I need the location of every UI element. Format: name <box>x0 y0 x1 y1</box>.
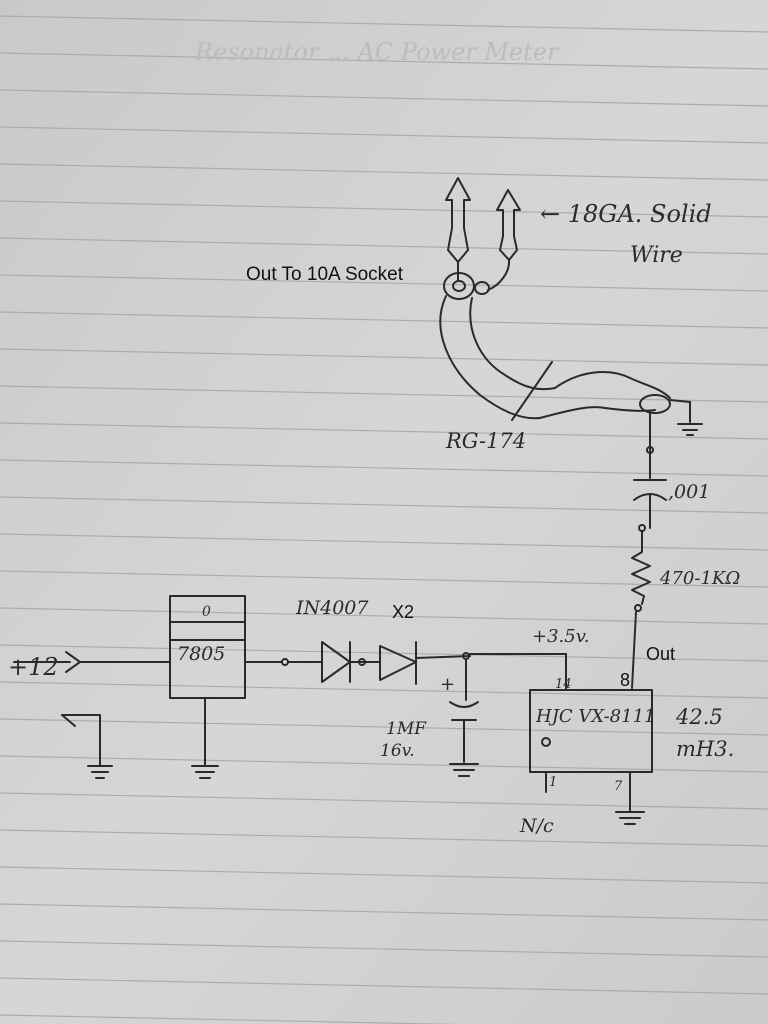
ruled-line <box>0 163 768 181</box>
freq-line1: 42.5 <box>675 705 723 729</box>
ruled-line <box>0 533 768 551</box>
ruled-line <box>0 126 768 144</box>
ruled-line <box>0 15 768 33</box>
wire-note-line2: Wire <box>630 243 683 268</box>
ruled-line <box>0 718 768 736</box>
ruled-line <box>0 681 768 699</box>
ruled-line <box>0 570 768 588</box>
ruled-line <box>0 903 768 921</box>
coax-label: RG-174 <box>445 429 526 453</box>
output-wire-arrows <box>445 177 521 291</box>
chip-label: HJC VX-8111 <box>535 706 655 727</box>
input-ground <box>13 651 171 779</box>
nc-label: N/c <box>519 815 554 837</box>
ruled-line <box>0 496 768 514</box>
ruled-line <box>0 866 768 884</box>
rail-3v5 <box>469 653 567 691</box>
ruled-line <box>0 385 768 403</box>
cap-plus-label: + <box>440 674 455 695</box>
diodes-count-label: X2 <box>392 602 414 622</box>
regulator-label: 7805 <box>177 643 225 665</box>
faint-title: Resonator ... AC Power Meter <box>194 38 560 66</box>
freq-line2: mH3. <box>676 737 734 761</box>
ruled-lines <box>0 15 768 1024</box>
osc-out-label: Out <box>646 644 675 664</box>
ruled-line <box>0 200 768 218</box>
ruled-line <box>0 792 768 810</box>
diodes-1n4007 <box>281 641 471 685</box>
regulator-tab-label: 0 <box>202 604 211 620</box>
ruled-line <box>0 89 768 107</box>
capacitor-1mf <box>449 652 479 777</box>
socket-label: Out To 10A Socket <box>246 264 404 285</box>
oscillator-hjc-vx8111 <box>529 689 653 825</box>
ruled-line <box>0 755 768 773</box>
ruled-line <box>0 644 768 662</box>
rg174-coax-cable <box>439 272 703 436</box>
cap-001-label: ,001 <box>668 481 710 503</box>
cap-1mf-line2: 16v. <box>380 741 415 761</box>
ruled-line <box>0 940 768 958</box>
regulator-7805 <box>169 595 283 779</box>
ruled-line <box>0 977 768 995</box>
ruled-line <box>0 348 768 366</box>
ruled-line <box>0 1014 461 1024</box>
ruled-line <box>0 52 768 70</box>
ruled-line <box>0 237 768 255</box>
output-cap-resistor-chain <box>631 411 667 689</box>
ruled-line <box>0 829 768 847</box>
resistor-label: 470-1KΩ <box>659 568 740 589</box>
pin1-label: 1 <box>549 775 557 790</box>
ruled-line <box>0 274 768 292</box>
pin8-label: 8 <box>620 670 630 690</box>
ruled-line <box>0 459 768 477</box>
diodes-label: IN4007 <box>295 597 369 619</box>
input-label: +12 <box>8 653 59 681</box>
ruled-line <box>0 311 768 329</box>
pin14-label: 14 <box>555 677 572 692</box>
ruled-line <box>0 422 768 440</box>
wire-note-line1: ← 18GA. Solid <box>540 200 712 228</box>
ruled-line <box>0 607 768 625</box>
rail-label: +3.5v. <box>532 626 589 647</box>
cap-1mf-line1: 1MF <box>386 719 427 739</box>
pin7-label: 7 <box>614 779 623 794</box>
